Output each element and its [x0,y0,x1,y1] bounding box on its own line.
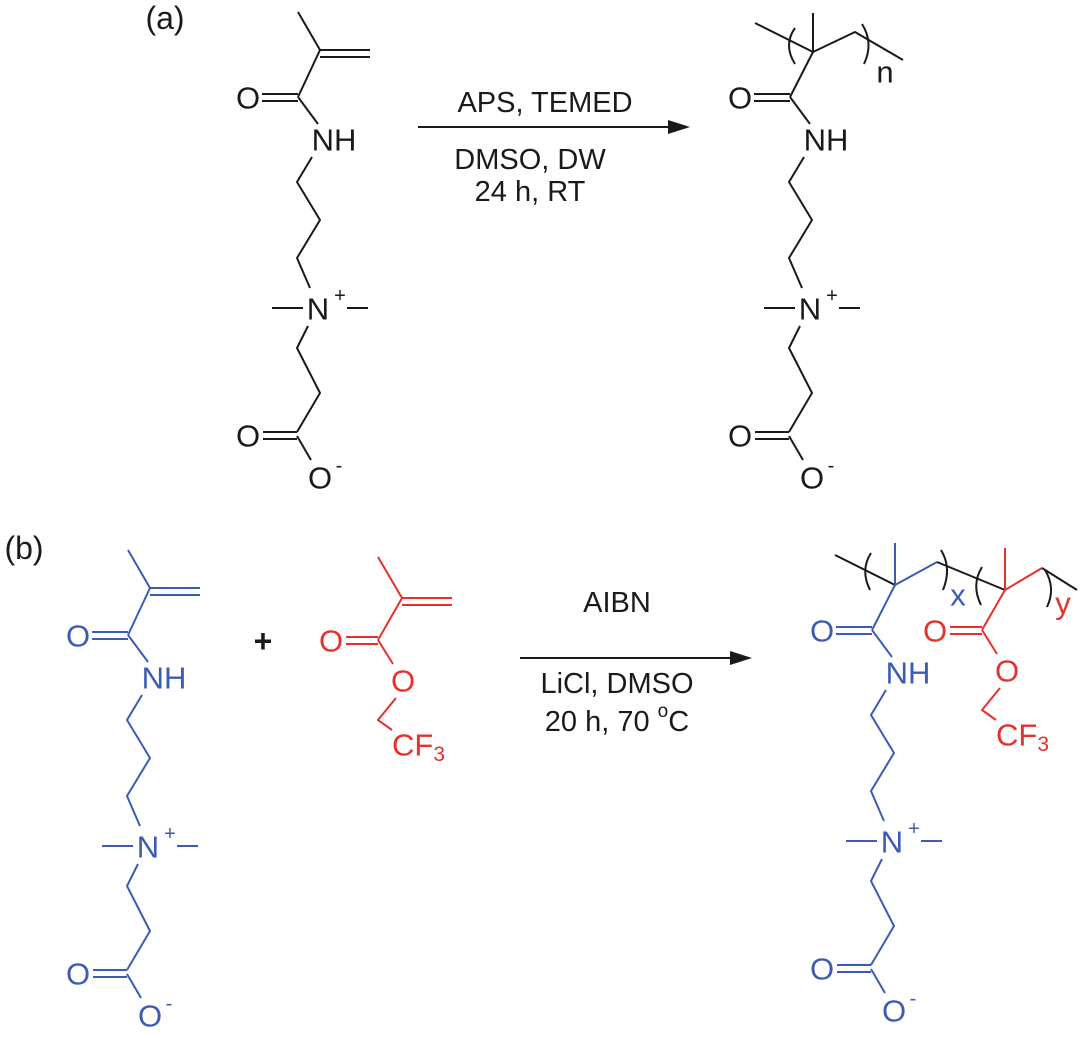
bracket-close-y [1044,569,1052,608]
methyl-vinyl-bond [127,549,151,636]
subscript-3: 3 [433,743,445,766]
copolymer-ester-pendant: O O CF3 [923,614,1049,756]
condition-solvent-a: DMSO, DW [454,144,606,176]
atom-o-minus: O [882,994,906,1029]
condition-time-temp-a: 24 h, RT [475,176,586,208]
bond-c-n [871,629,893,658]
positive-charge: + [826,285,838,307]
backbone-blue [894,561,938,586]
atom-o-carbonyl: O [728,81,752,116]
ethyl-chain [870,858,895,966]
bond-c-o [296,435,312,461]
condition-initiator-b: AIBN [583,587,651,619]
plus-sign: + [254,623,273,659]
positive-charge: + [908,818,920,840]
ethyl-chain [126,863,151,971]
propyl-chain [788,156,813,289]
atom-o-minus: O [138,999,162,1034]
time-temp-prefix: 20 h, 70 [545,706,658,738]
atom-n-quaternary: N [799,292,821,327]
atom-o-ester: O [995,654,1019,689]
bond-c-n [127,634,149,663]
unit-c: C [668,706,689,738]
atom-nh: NH [804,123,849,158]
atom-o-carboxylate: O [728,419,752,454]
bond-c-n [297,96,319,125]
repeat-n: n [876,55,893,90]
ethyl-chain [788,325,813,433]
negative-charge: - [166,993,173,1015]
bond-c-o [788,435,804,461]
atom-o-carbonyl: O [236,81,260,116]
atom-o-carbonyl: O [66,619,90,654]
bond-to-carbonyl [789,51,814,98]
positive-charge: + [164,823,176,845]
bracket-open-x [864,552,872,591]
negative-charge: - [336,455,343,477]
atom-n-quaternary: N [881,825,903,860]
atom-o-carbonyl: O [319,624,343,659]
bond-c-o [126,973,142,999]
negative-charge: - [910,988,917,1010]
propyl-chain [126,694,151,827]
atom-o-ester: O [391,664,415,699]
repeat-x: x [950,578,966,613]
backbone-end-right [1041,567,1078,591]
cf3-group: CF3 [996,718,1049,756]
atom-o-carboxylate: O [810,952,834,987]
bond-c-o [870,968,886,994]
atom-nh: NH [886,656,931,691]
reaction-arrow-b [520,651,752,665]
atom-n-quaternary: N [307,292,329,327]
methyl-vinyl-bond [297,11,321,98]
backbone-link [936,561,1006,591]
propyl-chain [296,156,321,289]
ch2-bond [377,697,397,731]
condition-solvent-b: LiCl, DMSO [540,668,693,700]
repeat-y: y [1055,586,1071,621]
negative-charge: - [828,455,835,477]
ch2-bond [981,687,1001,721]
reaction-arrow-a [418,120,690,134]
atom-o-carbonyl: O [923,614,947,649]
bond-to-amide [871,584,896,631]
bracket-close-x [940,549,948,591]
bond-to-ester [981,589,1006,631]
bond-c-o [377,639,394,665]
condition-reagents-a: APS, TEMED [457,87,632,119]
atom-o-minus: O [308,461,332,496]
backbone [754,22,904,61]
bracket-open [788,27,796,65]
atom-n-quaternary: N [137,830,159,865]
condition-time-temp-b: 20 h, 70 oC [545,701,689,739]
panel-label-b: (b) [4,530,43,566]
panel-label-a: (a) [145,0,184,36]
atom-o-carboxylate: O [66,957,90,992]
atom-nh: NH [312,123,357,158]
degree-sup: o [658,701,669,722]
positive-charge: + [334,285,346,307]
atom-nh: NH [142,661,187,696]
bracket-open-y [975,566,983,606]
backbone-red [1004,567,1043,591]
ethyl-chain [296,325,321,433]
cf3-group: CF3 [392,728,445,766]
methyl-vinyl-bond [377,556,403,641]
subscript-3: 3 [1037,733,1049,756]
bond-c-n [789,96,811,125]
bracket-close [861,23,870,65]
atom-o-minus: O [800,461,824,496]
atom-o-carboxylate: O [236,419,260,454]
atom-o-carbonyl: O [810,614,834,649]
propyl-chain [870,689,895,822]
monomer-b-trifluoroethyl-methacrylate: O O CF3 [319,556,452,766]
bond-c-o [981,629,998,655]
